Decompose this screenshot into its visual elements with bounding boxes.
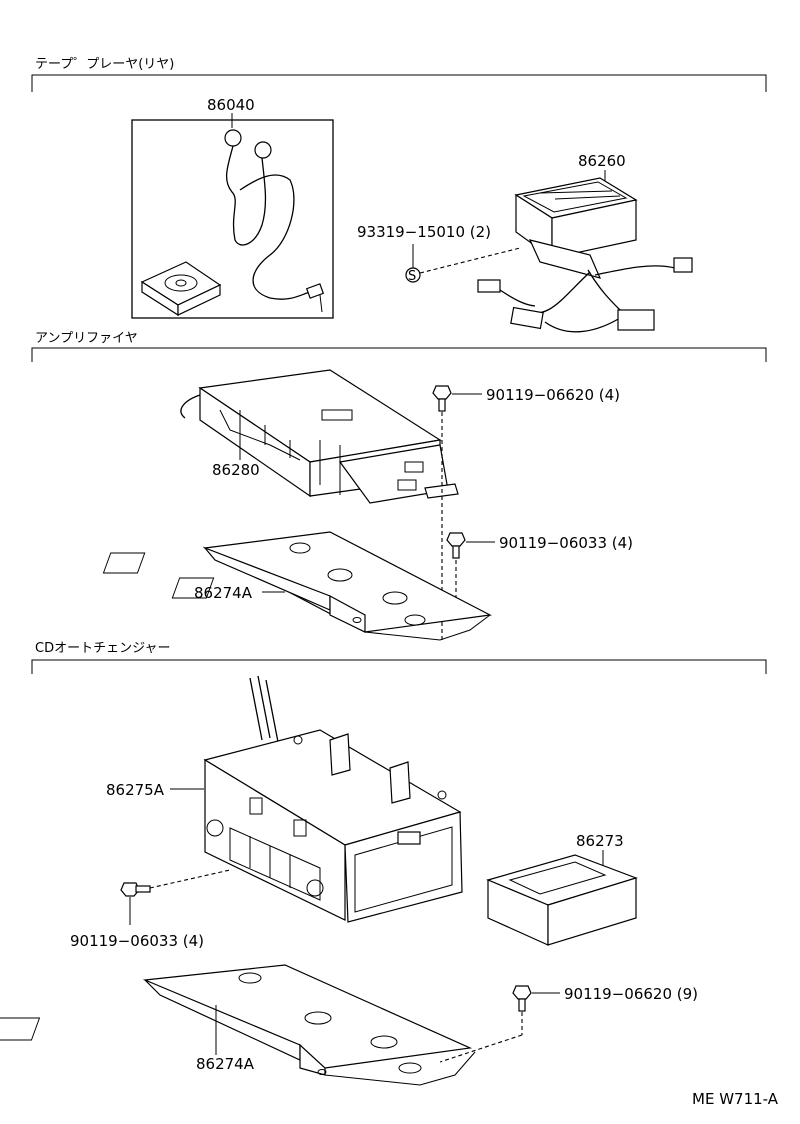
part-label-86280: 86280 xyxy=(212,461,260,479)
dash-93319 xyxy=(419,247,521,274)
section-title-amplifier: アンプリファイヤ xyxy=(35,331,138,346)
part-label-86260: 86260 xyxy=(578,152,626,170)
bolt-90119-06033-b xyxy=(120,882,151,897)
dash-bolt-e xyxy=(439,1034,523,1063)
earphone-pad xyxy=(140,261,222,317)
dash-bolt-c xyxy=(149,869,231,889)
section-title-cd-changer: CDオートチェンジャー xyxy=(35,641,170,656)
part-label-86040: 86040 xyxy=(207,96,255,114)
footer-diagram-code: ME W711-A xyxy=(692,1090,779,1108)
section-title-tape-player: テープ゜プレーヤ(リヤ) xyxy=(35,57,174,72)
amplifier-unit xyxy=(180,369,459,504)
part-label-86274a-2: 86274A xyxy=(196,1055,255,1073)
part-label-93319: 93319−15010 (2) xyxy=(357,223,491,241)
part-label-86273: 86273 xyxy=(576,832,624,850)
bolt-90119-06620-b xyxy=(512,985,532,1012)
cd-magazine-86273 xyxy=(486,854,638,946)
bolt-90119-06620-a xyxy=(432,385,452,412)
part-label-86274a-1: 86274A xyxy=(194,584,253,602)
screw-s-mark: S xyxy=(408,269,416,284)
part-label-90119-06620-9: 90119−06620 (9) xyxy=(564,985,698,1003)
part-label-86275a: 86275A xyxy=(106,781,165,799)
earphone-drawing xyxy=(224,129,325,313)
tape-player-unit xyxy=(477,177,693,333)
part-label-90119-06033-4-a: 90119−06033 (4) xyxy=(499,534,633,552)
bracket-86274a-lower xyxy=(0,964,476,1086)
part-label-90119-06033-4-b: 90119−06033 (4) xyxy=(70,932,204,950)
section-bracket-tape-player xyxy=(31,74,767,92)
cd-changer-unit xyxy=(203,675,463,923)
section-bracket-cd-changer xyxy=(31,659,767,674)
bolt-90119-06033-a xyxy=(446,532,466,559)
bracket-86274a-upper xyxy=(102,531,492,641)
part-label-90119-06620-4: 90119−06620 (4) xyxy=(486,386,620,404)
section-bracket-amplifier xyxy=(31,347,767,362)
